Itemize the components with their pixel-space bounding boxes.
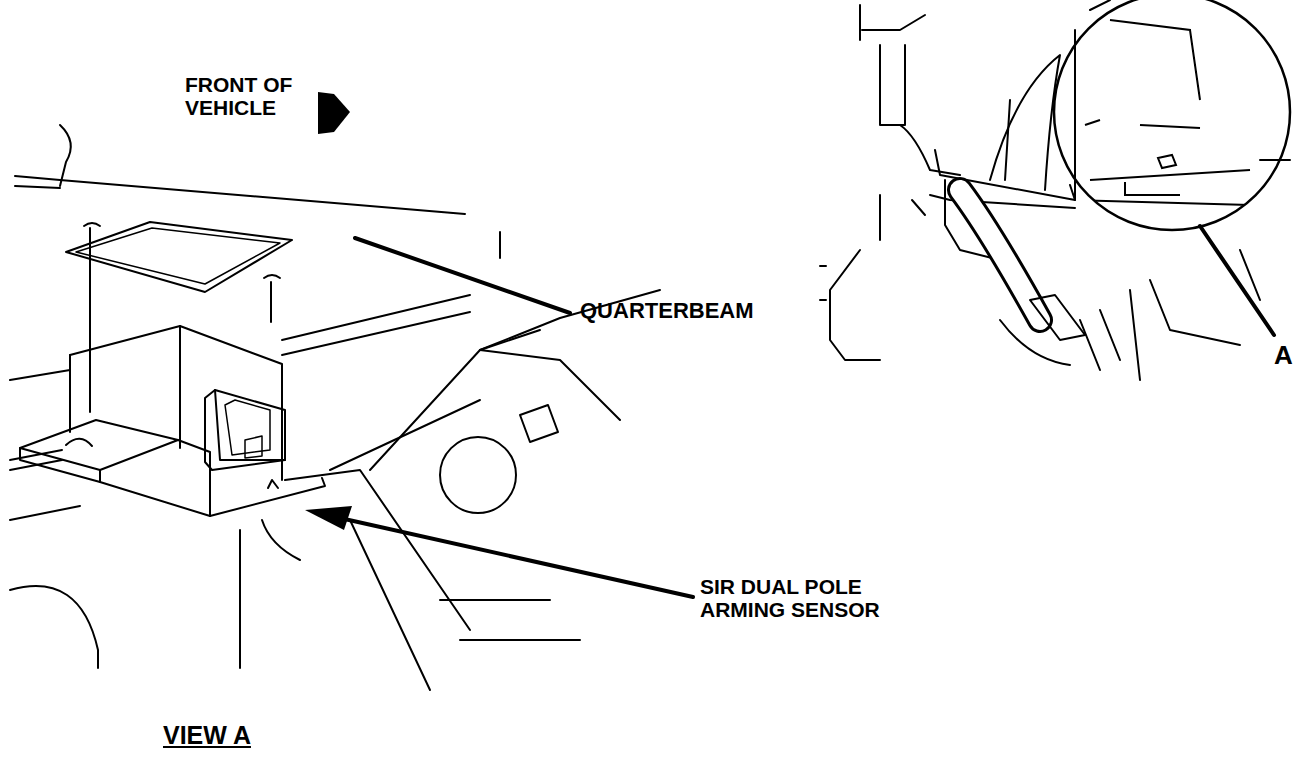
- direction-label: FRONT OF VEHICLE: [185, 73, 307, 119]
- inset-illustration: [1005, 100, 1010, 180]
- view-a-illustration: [20, 448, 100, 482]
- view-a-illustration: [84, 223, 100, 226]
- inset-illustration: [1000, 320, 1070, 365]
- inset-illustration: [1030, 295, 1085, 340]
- inset-illustration: [880, 45, 905, 125]
- inset-illustration: [879, 195, 881, 240]
- view-a-illustration: [268, 480, 278, 488]
- direction-arrow: [318, 92, 350, 134]
- view-caption: VIEW A: [163, 722, 251, 750]
- leader-lines: [340, 226, 1274, 597]
- view-a-illustration: [215, 390, 285, 460]
- leader-lines: [1200, 226, 1274, 335]
- view-a-illustration: [205, 390, 285, 470]
- view-a-illustration: [262, 520, 300, 560]
- view-a-illustration: [66, 222, 292, 292]
- inset-illustration: [1080, 310, 1120, 370]
- inset-illustration: [859, 5, 861, 40]
- inset-illustration: [1260, 159, 1290, 161]
- detail-circle-contents: [1070, 20, 1290, 210]
- view-a-illustration: [285, 470, 470, 630]
- view-a-illustration: [225, 400, 270, 455]
- view-a-illustration: [15, 176, 465, 214]
- inset-illustration: [960, 190, 1040, 320]
- inset-illustration: [1074, 30, 1076, 200]
- detail-circle-contents: [1110, 20, 1200, 100]
- view-a-illustration: [520, 405, 558, 442]
- view-a-illustration: [69, 355, 71, 432]
- inset-illustration: [1130, 280, 1240, 380]
- view-a-illustration: [60, 125, 71, 186]
- inset-illustration: [820, 0, 1290, 380]
- view-a-illustration: [330, 400, 480, 470]
- leader-arrowhead: [305, 506, 352, 530]
- view-a-illustration: [499, 232, 501, 258]
- inset-illustration: [830, 250, 880, 360]
- view-a-illustration: [20, 420, 178, 470]
- view-a-illustration: [179, 326, 181, 448]
- part-label: SIR DUAL POLE ARMING SENSOR: [700, 575, 900, 621]
- inset-illustration: [990, 55, 1060, 190]
- view-a-illustration: [10, 586, 98, 668]
- part-label: QUARTERBEAM: [580, 299, 754, 323]
- inset-illustration: [862, 15, 925, 30]
- leader-lines: [355, 238, 570, 313]
- inset-illustration: [900, 125, 960, 175]
- view-a-illustration: [10, 506, 80, 520]
- view-a-illustration: [100, 470, 325, 516]
- view-a-illustration: [350, 520, 430, 690]
- inset-illustration: [1240, 250, 1260, 300]
- view-a-illustration: [440, 437, 516, 513]
- view-a-illustration: [245, 436, 262, 458]
- view-a-illustration: [370, 330, 540, 470]
- detail-circle-contents: [1140, 125, 1200, 128]
- view-a-illustration: [10, 125, 660, 690]
- view-a-illustration: [15, 186, 60, 188]
- detail-circle-contents: [1125, 182, 1180, 195]
- view-a-illustration: [10, 370, 70, 380]
- view-a-illustration: [89, 228, 91, 412]
- inset-illustration: [912, 200, 925, 215]
- view-a-illustration: [76, 228, 280, 284]
- detail-circle-contents: [1158, 155, 1176, 168]
- detail-circle-contents: [1085, 120, 1100, 125]
- inset-illustration: [820, 266, 826, 300]
- view-a-illustration: [264, 275, 280, 278]
- detail-circle-contents: [1090, 170, 1250, 180]
- leader-lines: [340, 518, 693, 597]
- detail-circle: [1054, 0, 1290, 230]
- inset-illustration: [1090, 0, 1110, 10]
- view-a-illustration: [239, 530, 241, 668]
- view-a-illustration: [460, 639, 580, 641]
- view-a-illustration: [440, 599, 550, 601]
- view-callout: A: [1274, 341, 1293, 370]
- view-a-illustration: [282, 312, 470, 355]
- view-a-illustration: [66, 439, 92, 446]
- inset-illustration: [960, 190, 1040, 320]
- view-a-illustration: [70, 326, 282, 480]
- view-a-illustration: [270, 282, 272, 322]
